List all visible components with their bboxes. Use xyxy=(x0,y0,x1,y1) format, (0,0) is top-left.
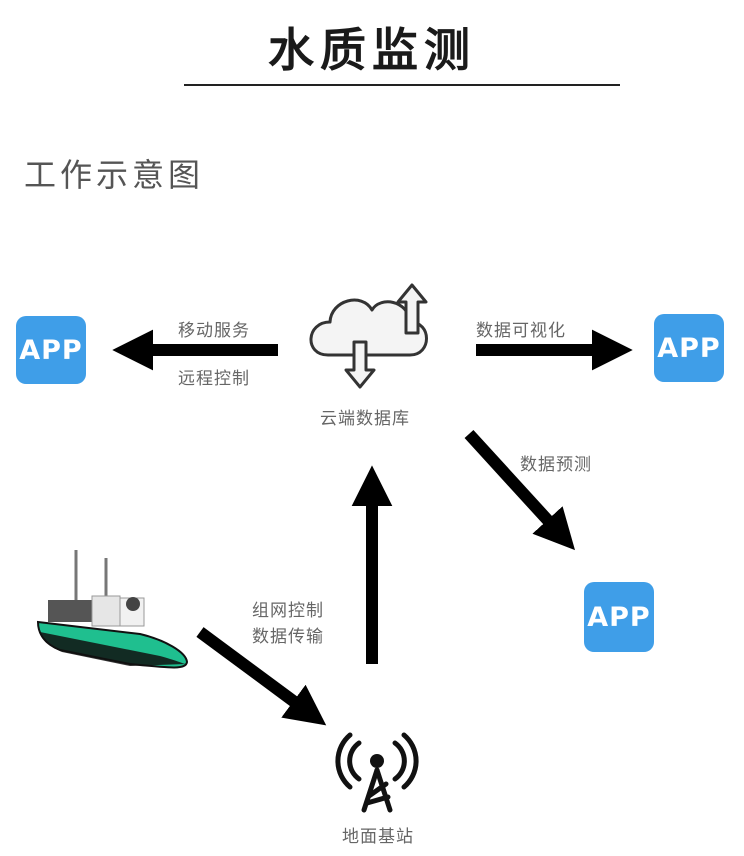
antenna-tower-icon xyxy=(335,732,419,813)
edge-label-network-control: 组网控制 xyxy=(252,601,324,621)
app-right: APP xyxy=(654,314,724,382)
section-title: 工作示意图 xyxy=(24,156,205,194)
arrow-boat-to-station xyxy=(196,627,327,726)
edge-label-mobile-service: 移动服务 xyxy=(178,321,250,341)
antenna-top xyxy=(370,754,384,768)
edge-label-prediction: 数据预测 xyxy=(520,455,592,475)
title-underline xyxy=(184,84,620,86)
cloud-label: 云端数据库 xyxy=(320,409,410,429)
app-left: APP xyxy=(16,316,86,384)
station-label: 地面基站 xyxy=(342,827,414,847)
edge-label-data-transmission: 数据传输 xyxy=(252,627,324,647)
water-monitoring-boat xyxy=(36,550,189,669)
page-title: 水质监测 xyxy=(268,23,476,77)
edge-label-remote-control: 远程控制 xyxy=(178,369,250,389)
cloud-upload-download-icon xyxy=(309,283,428,389)
app-bottom: APP xyxy=(584,582,654,652)
edge-label-visualization: 数据可视化 xyxy=(476,321,566,341)
arrow-cloud-to-bottom-app xyxy=(464,429,576,551)
